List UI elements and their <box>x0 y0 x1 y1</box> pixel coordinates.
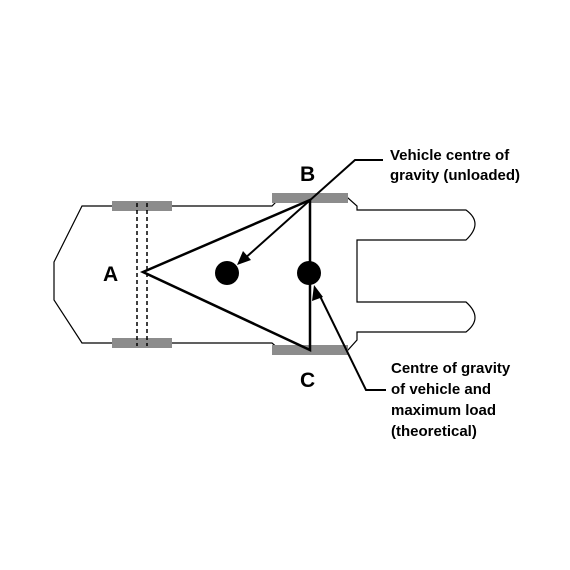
pointer-line-loaded <box>317 291 386 391</box>
pointer-line-unloaded <box>242 159 383 261</box>
arrowhead-loaded <box>312 285 323 301</box>
annotation-unloaded-line-1: Vehicle centre of <box>390 147 510 164</box>
annotation-unloaded-line-2: gravity (unloaded) <box>390 167 520 184</box>
rear-wheel-bottom <box>112 338 172 348</box>
arrowhead-unloaded <box>237 251 251 265</box>
front-wheel-top <box>272 193 348 203</box>
vehicle-body-outline <box>53 197 476 351</box>
annotation-loaded-line-2: of vehicle and <box>391 381 491 398</box>
point-label-c: C <box>300 369 315 392</box>
point-label-a: A <box>103 263 118 286</box>
annotation-loaded-line-3: maximum load <box>391 402 496 419</box>
annotation-loaded-line-4: (theoretical) <box>391 423 477 440</box>
annotation-loaded-line-1: Centre of gravity <box>391 360 511 377</box>
centre-of-gravity-unloaded <box>215 261 239 285</box>
centre-of-gravity-loaded <box>297 261 321 285</box>
point-label-b: B <box>300 163 315 186</box>
rear-wheel-top <box>112 201 172 211</box>
